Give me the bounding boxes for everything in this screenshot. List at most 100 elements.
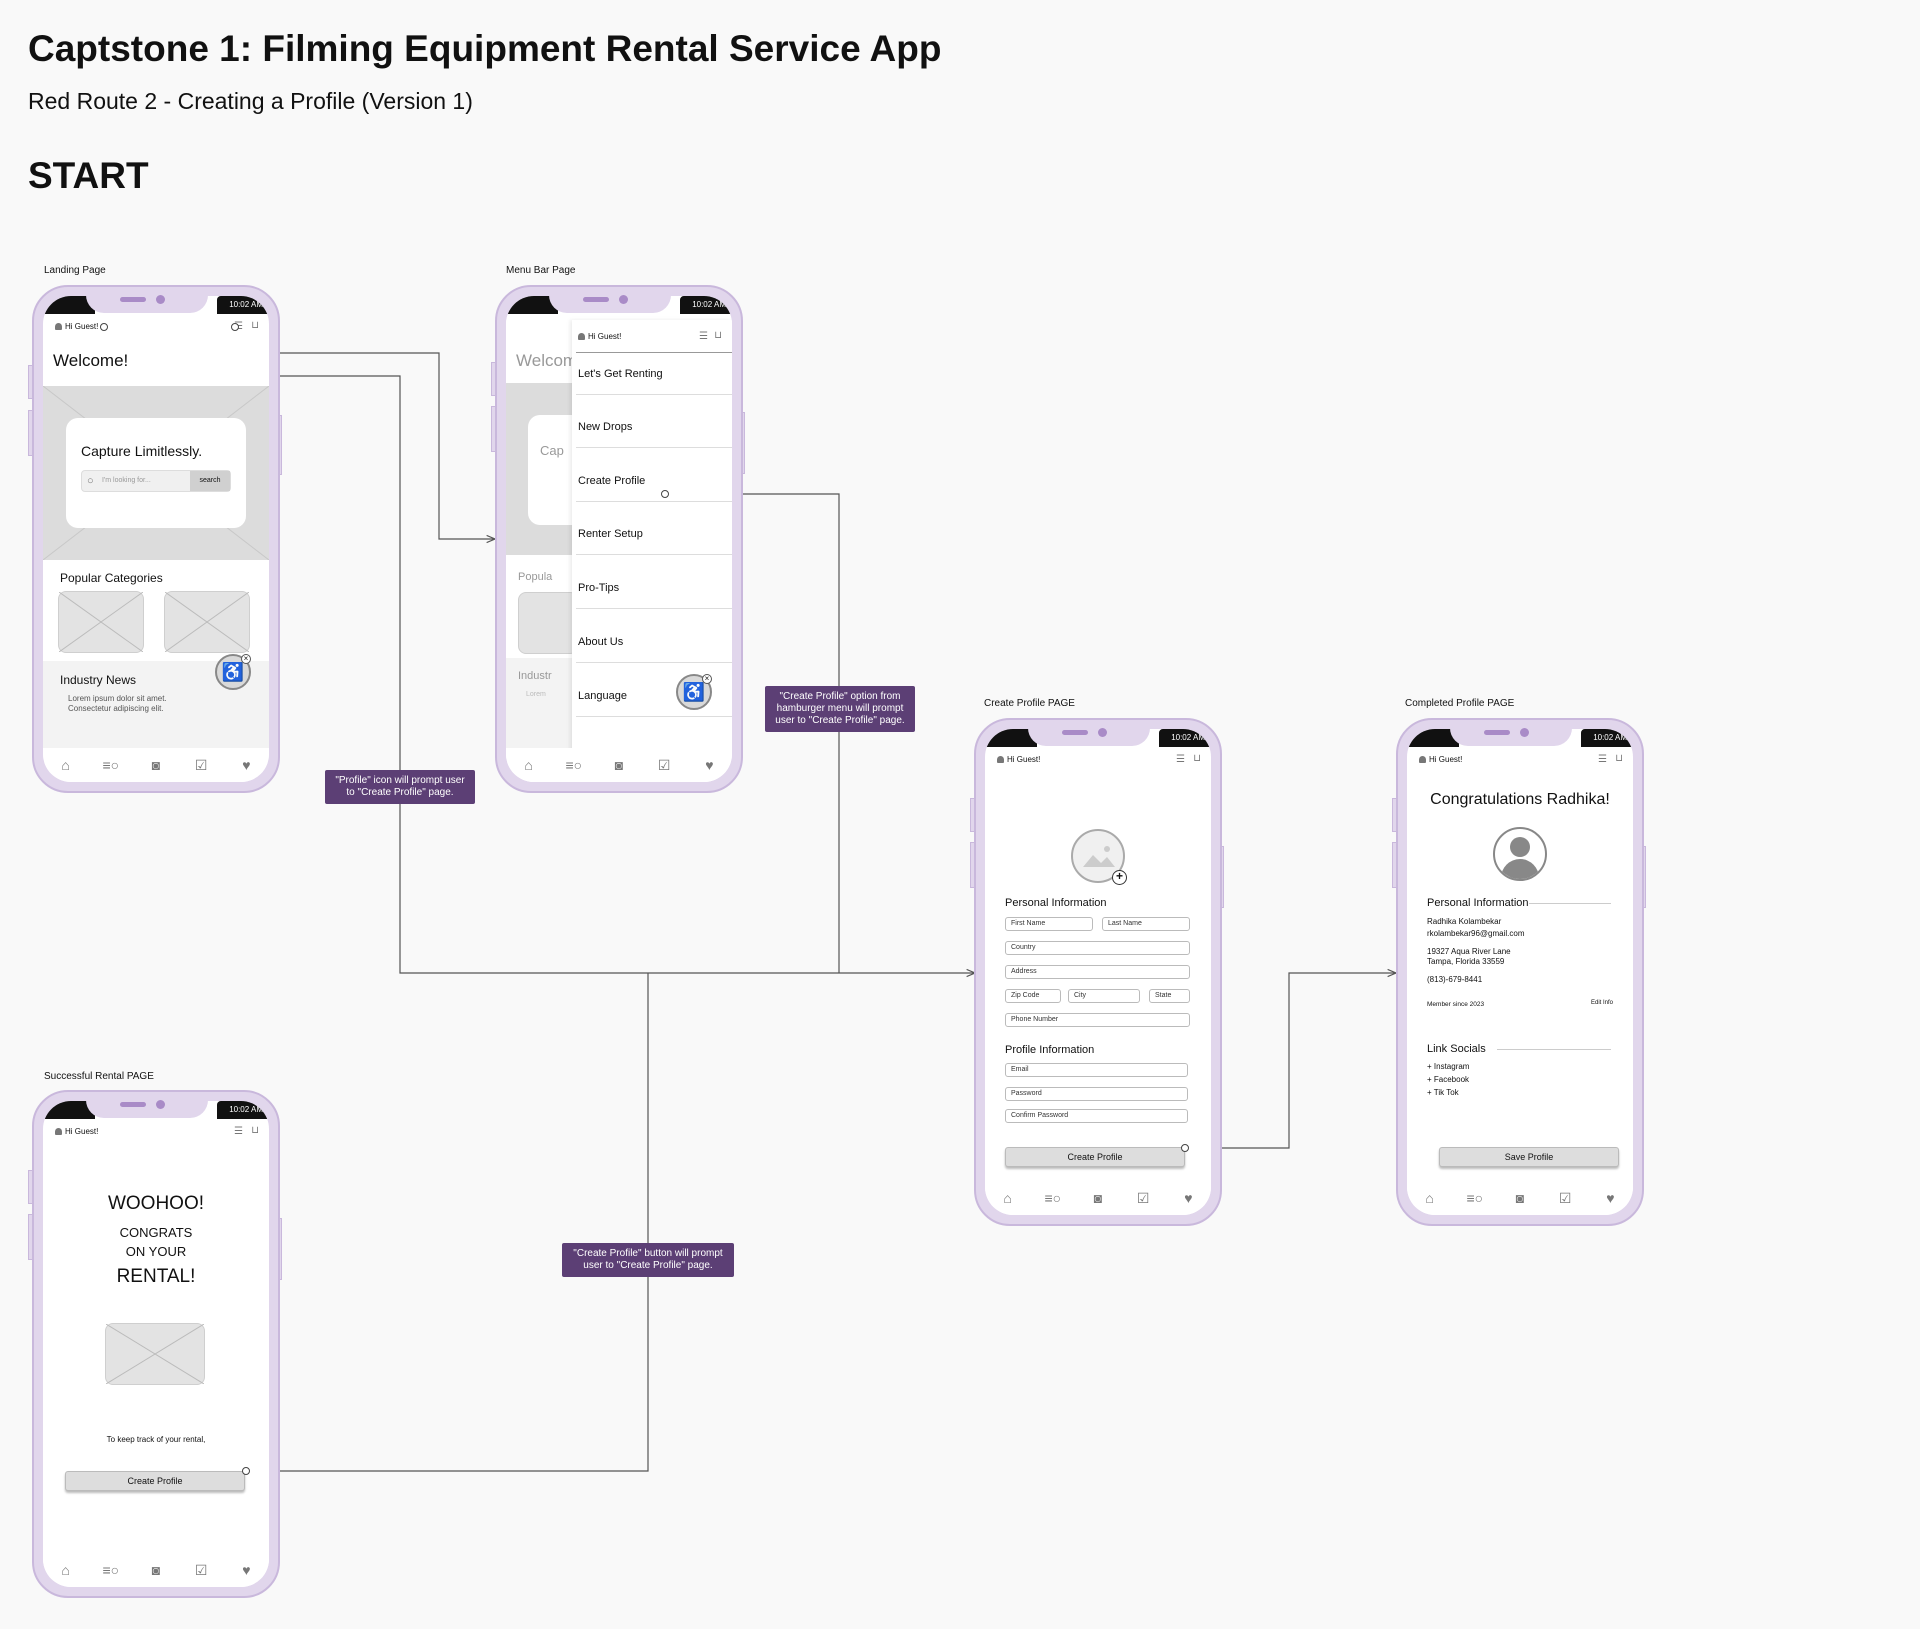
- hero-banner: Capture Limitlessly. ○ I'm looking for..…: [43, 386, 269, 560]
- heart-icon[interactable]: ♥: [242, 1562, 251, 1578]
- status-time: 10:02 AM: [229, 300, 263, 309]
- frame-label-menu: Menu Bar Page: [506, 265, 576, 276]
- city-field[interactable]: City: [1068, 989, 1140, 1003]
- first-name-field[interactable]: First Name: [1005, 917, 1093, 931]
- home-icon[interactable]: ⌂: [1425, 1190, 1434, 1206]
- bg-industry: Industr: [518, 670, 552, 682]
- search-list-icon[interactable]: ≡○: [565, 757, 583, 773]
- calendar-icon[interactable]: ☑: [194, 1562, 208, 1578]
- hamburger-icon[interactable]: ☰: [1176, 754, 1185, 765]
- confirm-password-field[interactable]: Confirm Password: [1005, 1109, 1188, 1123]
- cart-icon[interactable]: ⊔: [1615, 753, 1623, 764]
- wire-rental-button-to-create: [246, 973, 649, 1472]
- hi-guest-profile-link[interactable]: Hi Guest!: [997, 755, 1040, 764]
- camera-icon[interactable]: ◙: [151, 1562, 161, 1578]
- avatar: [1493, 827, 1547, 881]
- create-profile-button[interactable]: Create Profile: [1005, 1147, 1185, 1167]
- calendar-icon[interactable]: ☑: [1558, 1190, 1572, 1206]
- camera-icon[interactable]: ◙: [1515, 1190, 1525, 1206]
- search-button[interactable]: search: [190, 471, 230, 491]
- menu-item-language[interactable]: Language: [578, 690, 627, 702]
- hi-guest-profile-link[interactable]: Hi Guest!: [55, 1127, 98, 1136]
- social-link-instagram[interactable]: + Instagram: [1427, 1062, 1470, 1071]
- screen-landing: 10:02 AM Hi Guest! ☰ ⊔ Welcome! Capture …: [43, 296, 269, 782]
- cart-icon[interactable]: ⊔: [251, 1125, 259, 1136]
- hamburger-icon[interactable]: ☰: [234, 1126, 243, 1137]
- camera-icon[interactable]: ◙: [1093, 1190, 1103, 1206]
- edit-info-link[interactable]: Edit Info: [1590, 1000, 1613, 1006]
- search-list-icon[interactable]: ≡○: [1466, 1190, 1484, 1206]
- welcome-heading: Welcome!: [53, 351, 129, 370]
- home-icon[interactable]: ⌂: [61, 1562, 70, 1578]
- tab-bar: ⌂ ≡○ ◙ ☑ ♥: [43, 748, 269, 782]
- connector-node: [100, 323, 108, 331]
- hi-guest-profile-link[interactable]: Hi Guest!: [55, 322, 98, 331]
- tab-bar: ⌂ ≡○ ◙ ☑ ♥: [43, 1553, 269, 1587]
- heart-icon[interactable]: ♥: [1606, 1190, 1615, 1206]
- screen-menu: 10:02 AM Welcom Cap Popula Industr Lorem…: [506, 296, 732, 782]
- menu-item-renter-setup[interactable]: Renter Setup: [578, 528, 643, 540]
- phone-notch: [1450, 720, 1572, 746]
- heart-icon[interactable]: ♥: [705, 757, 714, 773]
- heart-icon[interactable]: ♥: [1184, 1190, 1193, 1206]
- news-item[interactable]: Lorem ipsum dolor sit amet.: [68, 694, 167, 703]
- accessibility-icon[interactable]: ♿×: [676, 674, 712, 710]
- annotation-create-button: "Create Profile" button will prompt user…: [562, 1243, 734, 1277]
- menu-item-about-us[interactable]: About Us: [578, 636, 624, 648]
- avatar-upload[interactable]: +: [1071, 829, 1127, 885]
- email-field[interactable]: Email: [1005, 1063, 1188, 1077]
- address-field[interactable]: Address: [1005, 965, 1190, 979]
- social-link-tiktok[interactable]: + Tik Tok: [1427, 1088, 1459, 1097]
- add-photo-icon[interactable]: +: [1112, 870, 1127, 885]
- cart-icon[interactable]: ⊔: [251, 320, 259, 331]
- menu-background-page: Welcom Cap Popula Industr Lorem: [506, 296, 578, 782]
- phone-notch: [1028, 720, 1150, 746]
- category-placeholder[interactable]: [164, 591, 250, 653]
- camera-icon[interactable]: ◙: [151, 757, 161, 773]
- camera-icon[interactable]: ◙: [614, 757, 624, 773]
- cart-icon[interactable]: ⊔: [714, 330, 722, 341]
- connector-node: [1181, 1144, 1189, 1152]
- menu-item-create-profile[interactable]: Create Profile: [578, 475, 646, 487]
- menu-item-new-drops[interactable]: New Drops: [578, 421, 633, 433]
- profile-name: Radhika Kolambekar: [1427, 917, 1502, 926]
- search-list-icon[interactable]: ≡○: [1044, 1190, 1062, 1206]
- hamburger-icon[interactable]: ☰: [699, 331, 708, 342]
- search-bar[interactable]: ○ I'm looking for... search: [81, 470, 231, 492]
- home-icon[interactable]: ⌂: [61, 757, 70, 773]
- country-field[interactable]: Country: [1005, 941, 1190, 955]
- cart-icon[interactable]: ⊔: [1193, 753, 1201, 764]
- bg-popular: Popula: [518, 571, 553, 583]
- user-icon: [55, 1128, 62, 1135]
- state-field[interactable]: State: [1149, 989, 1190, 1003]
- password-field[interactable]: Password: [1005, 1087, 1188, 1101]
- search-input[interactable]: I'm looking for...: [102, 477, 151, 484]
- heart-icon[interactable]: ♥: [242, 757, 251, 773]
- rental-image-placeholder: [105, 1323, 205, 1385]
- calendar-icon[interactable]: ☑: [194, 757, 208, 773]
- rental-heading: RENTAL!: [116, 1266, 196, 1287]
- calendar-icon[interactable]: ☑: [1136, 1190, 1150, 1206]
- zip-code-field[interactable]: Zip Code: [1005, 989, 1061, 1003]
- frame-label-completed: Completed Profile PAGE: [1405, 698, 1515, 709]
- phone-notch: [86, 287, 208, 313]
- calendar-icon[interactable]: ☑: [657, 757, 671, 773]
- category-placeholder[interactable]: [58, 591, 144, 653]
- social-link-facebook[interactable]: + Facebook: [1427, 1075, 1470, 1084]
- menu-item-lets-get-renting[interactable]: Let's Get Renting: [578, 368, 663, 380]
- home-icon[interactable]: ⌂: [1003, 1190, 1012, 1206]
- hi-guest-profile-link[interactable]: Hi Guest!: [1419, 755, 1462, 764]
- home-icon[interactable]: ⌂: [524, 757, 533, 773]
- hamburger-icon[interactable]: ☰: [1598, 754, 1607, 765]
- last-name-field[interactable]: Last Name: [1102, 917, 1190, 931]
- accessibility-icon[interactable]: ♿×: [215, 654, 251, 690]
- save-profile-button[interactable]: Save Profile: [1439, 1147, 1619, 1167]
- create-profile-button[interactable]: Create Profile: [65, 1471, 245, 1491]
- link-socials-heading: Link Socials: [1427, 1043, 1486, 1055]
- menu-item-pro-tips[interactable]: Pro-Tips: [578, 582, 620, 594]
- phone-number-field[interactable]: Phone Number: [1005, 1013, 1190, 1027]
- search-list-icon[interactable]: ≡○: [102, 1562, 120, 1578]
- tab-bar: ⌂ ≡○ ◙ ☑ ♥: [985, 1181, 1211, 1215]
- search-list-icon[interactable]: ≡○: [102, 757, 120, 773]
- news-item[interactable]: Consectetur adipiscing elit.: [68, 704, 164, 713]
